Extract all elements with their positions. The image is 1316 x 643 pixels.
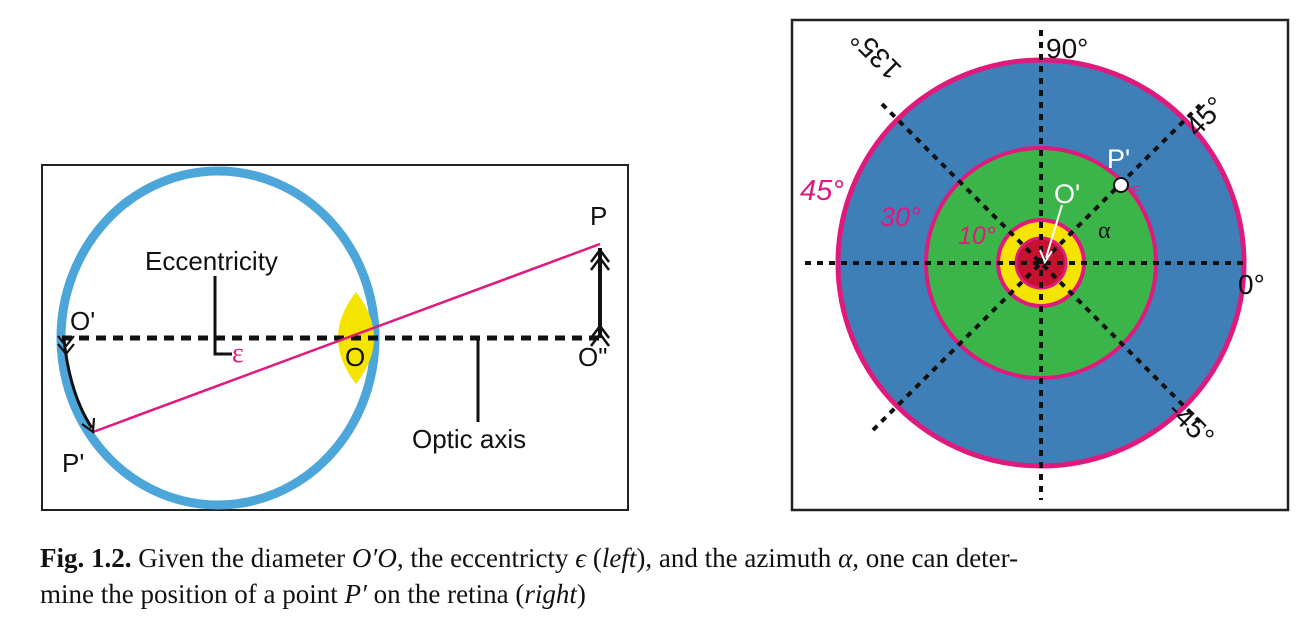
retina-arc-arrow (62, 339, 94, 429)
right-retina-diagram: 90° 0° 45° 135° -45° 45° 30° 10° P' O' ε… (790, 18, 1290, 512)
caption-math-diameter: O′O (351, 543, 397, 573)
caption-text-2: , the eccentricty (396, 543, 576, 573)
angle-90-label: 90° (1046, 33, 1088, 64)
caption-text-3: ( (586, 543, 602, 573)
meridian-135 (880, 102, 1207, 429)
point-P-prime-marker (1113, 177, 1129, 193)
angle-0-label: 0° (1238, 269, 1265, 300)
caption-math-epsilon: ϵ (575, 543, 587, 573)
o-prime-pointer-head (1039, 249, 1053, 265)
caption-left-word: left (601, 543, 637, 573)
optic-axis-label: Optic axis (412, 424, 526, 454)
object-arrow-tail (590, 323, 610, 347)
caption-text-7: on the retina ( (366, 579, 525, 609)
caption-math-alpha: α (838, 543, 853, 573)
caption-text-1: Given the diameter (138, 543, 352, 573)
point-O-prime-label: O' (70, 306, 95, 336)
point-O-double-prime-label: O" (578, 342, 607, 372)
caption-text-6: mine the position of a point (40, 579, 345, 609)
point-P-label: P (590, 201, 607, 231)
right-epsilon-symbol: ε (1131, 176, 1140, 201)
object-arrow-head (590, 247, 610, 271)
caption-text-5: , one can deter- (852, 543, 1019, 573)
epsilon-symbol: ε (232, 338, 244, 369)
caption-right-word: right (524, 579, 577, 609)
light-ray-line (92, 242, 601, 434)
retina-arc-tail (57, 335, 75, 356)
ring-30-label: 30° (880, 202, 921, 232)
caption-math-p-prime: P′ (344, 579, 367, 609)
alpha-symbol: α (1098, 218, 1111, 244)
left-eye-diagram: Eccentricity Optic axis P O O' O" P' ε (41, 164, 629, 511)
caption-text-4: ), and the azimuth (636, 543, 839, 573)
figure-caption: Fig. 1.2. Given the diameter O′O, the ec… (40, 540, 1290, 612)
o-prime-pointer (1045, 204, 1063, 259)
right-P-prime-label: P' (1107, 144, 1130, 174)
right-O-prime-label: O' (1054, 179, 1080, 209)
retina-arc-head (81, 417, 96, 435)
point-P-prime-label: P' (62, 448, 84, 478)
figure-number: Fig. 1.2. (40, 543, 132, 573)
meridian-45 (871, 103, 1202, 432)
eccentricity-label: Eccentricity (145, 246, 278, 276)
point-O-label: O (345, 342, 365, 372)
ring-10-label: 10° (958, 222, 996, 250)
caption-text-8: ) (576, 579, 586, 609)
eccentricity-leader (213, 276, 232, 356)
ring-45-label: 45° (800, 175, 844, 207)
